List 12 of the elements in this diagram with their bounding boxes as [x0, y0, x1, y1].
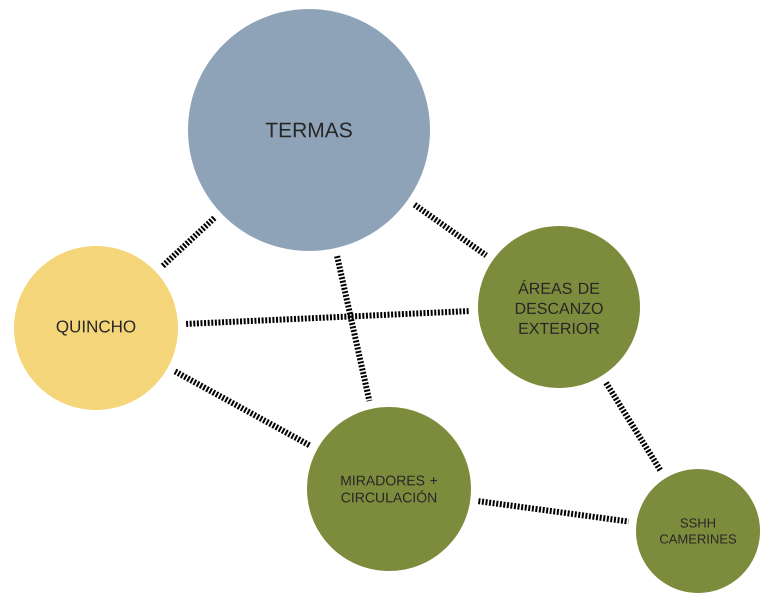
connector-line: [160, 216, 216, 269]
connector-line: [334, 255, 372, 402]
connector-line: [412, 202, 488, 258]
circle-node: MIRADORES + CIRCULACIÓN: [307, 407, 471, 571]
connector-line: [478, 498, 629, 525]
connector-line: [174, 368, 312, 448]
circle-node: ÁREAS DE DESCANZO EXTERIOR: [478, 226, 640, 388]
circle-node: SSHH CAMERINES: [636, 469, 760, 593]
connector-line: [186, 308, 470, 327]
connector-line: [604, 381, 664, 473]
circle-node: TERMAS: [188, 9, 430, 251]
circle-node: QUINCHO: [14, 246, 178, 410]
